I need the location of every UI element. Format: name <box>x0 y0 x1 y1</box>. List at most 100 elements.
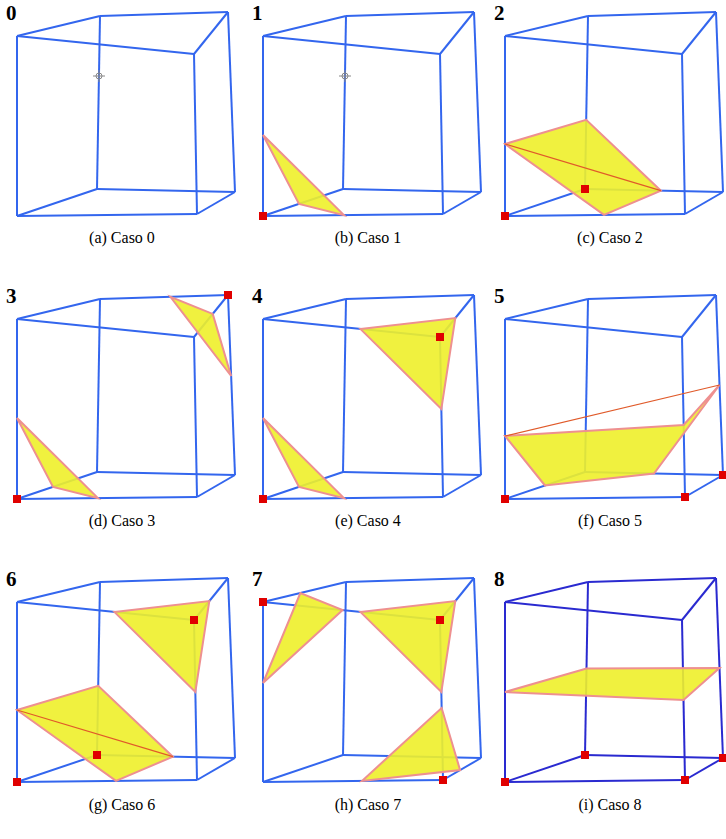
cube-panel <box>501 295 726 503</box>
marked-vertex <box>190 616 198 624</box>
cube-edge <box>585 755 723 758</box>
cube-edge <box>505 319 682 337</box>
cube-edge <box>100 12 228 16</box>
cube-edge <box>262 36 264 216</box>
case-number: 8 <box>492 569 507 590</box>
subfigure-caption: (g) Caso 6 <box>89 795 156 814</box>
cube-edge <box>505 214 685 216</box>
cube-panel <box>259 295 481 503</box>
cube-edge <box>682 295 716 337</box>
cube-edge <box>17 36 194 54</box>
marked-vertex <box>581 751 589 759</box>
cube-edge <box>505 497 685 499</box>
cube-edge <box>97 472 235 475</box>
cube-edge <box>263 755 343 782</box>
cube-edge <box>343 299 346 472</box>
cube-edge <box>228 12 235 192</box>
cube-edge <box>505 16 588 36</box>
cube-edge <box>443 475 481 497</box>
cube-edge <box>346 295 474 299</box>
subfigure-caption: (b) Caso 1 <box>335 228 402 247</box>
cube-edge <box>16 36 18 216</box>
isosurface-polygon <box>362 708 460 781</box>
marked-vertex <box>581 185 589 193</box>
marked-vertex <box>501 212 509 220</box>
cube-edge <box>194 337 197 497</box>
cube-edge <box>197 475 235 497</box>
cube-edge <box>505 299 588 319</box>
case-number: 2 <box>492 3 507 24</box>
cube-panel <box>13 578 235 786</box>
cube-edge <box>16 319 18 499</box>
case-number: 1 <box>250 3 265 24</box>
triangle-diagonal <box>17 710 173 757</box>
cube-edge <box>100 578 228 582</box>
cube-edge <box>474 12 481 192</box>
isosurface-polygon <box>17 686 173 781</box>
triangle-diagonal <box>505 144 661 191</box>
isosurface-polygon <box>263 135 344 215</box>
cube-edge <box>504 319 506 499</box>
cube-edge <box>100 295 228 299</box>
cube-edge <box>443 192 481 214</box>
cube-edge <box>263 214 443 216</box>
isosurface-polygon <box>505 385 720 486</box>
cube-edge <box>440 12 474 54</box>
marked-vertex <box>13 778 21 786</box>
cube-edge <box>505 36 682 54</box>
cube-edge <box>263 36 440 54</box>
cube-edge <box>263 299 346 319</box>
isosurface-polygon <box>505 668 720 700</box>
triangle-diagonal <box>505 385 720 436</box>
isosurface-polygon <box>360 318 455 409</box>
cube-edge <box>343 472 481 475</box>
cube-edge <box>685 475 723 497</box>
case-number: 6 <box>4 569 19 590</box>
cube-edge <box>97 16 100 189</box>
cube-edge <box>440 54 443 214</box>
cube-edge <box>197 758 235 780</box>
cube-edge <box>17 780 197 782</box>
cube-edge <box>682 578 716 620</box>
cube-edge <box>588 578 716 582</box>
subfigure-caption: (i) Caso 8 <box>578 795 641 814</box>
cube-edge <box>262 602 264 782</box>
cube-edge <box>228 578 235 758</box>
cube-edge <box>262 319 264 499</box>
marked-vertex <box>719 471 726 479</box>
marked-vertex <box>259 212 267 220</box>
isosurface-polygon <box>360 601 455 692</box>
marked-vertex <box>93 751 101 759</box>
cube-panel <box>501 578 726 786</box>
cube-panel <box>259 12 481 220</box>
subfigure-caption: (e) Caso 4 <box>335 511 401 530</box>
isosurface-polygon <box>114 601 209 692</box>
marked-vertex <box>719 754 726 762</box>
cube-edge <box>682 337 685 497</box>
cube-edge <box>343 582 346 755</box>
subfigure-caption: (f) Caso 5 <box>578 511 642 530</box>
cube-edge <box>17 214 197 216</box>
marked-vertex <box>259 598 267 606</box>
cube-edge <box>17 16 100 36</box>
marked-vertex <box>436 333 444 341</box>
cursor-mark <box>339 70 351 82</box>
cube-edge <box>263 16 346 36</box>
marked-vertex <box>501 495 509 503</box>
marked-vertex <box>439 776 447 784</box>
isosurface-polygon <box>263 593 343 683</box>
subfigure-caption: (h) Caso 7 <box>335 795 402 814</box>
cube-edge <box>17 189 97 216</box>
case-number: 7 <box>250 569 265 590</box>
cube-edge <box>17 319 194 337</box>
cube-edge <box>505 780 685 782</box>
cube-panel <box>259 578 481 784</box>
cube-edge <box>474 295 481 475</box>
subfigure-caption: (a) Caso 0 <box>89 228 155 247</box>
cube-edge <box>685 758 723 780</box>
cube-edge <box>682 12 716 54</box>
marked-vertex <box>224 291 232 299</box>
cube-edge <box>504 36 506 216</box>
marked-vertex <box>436 616 444 624</box>
cube-edge <box>343 16 346 189</box>
